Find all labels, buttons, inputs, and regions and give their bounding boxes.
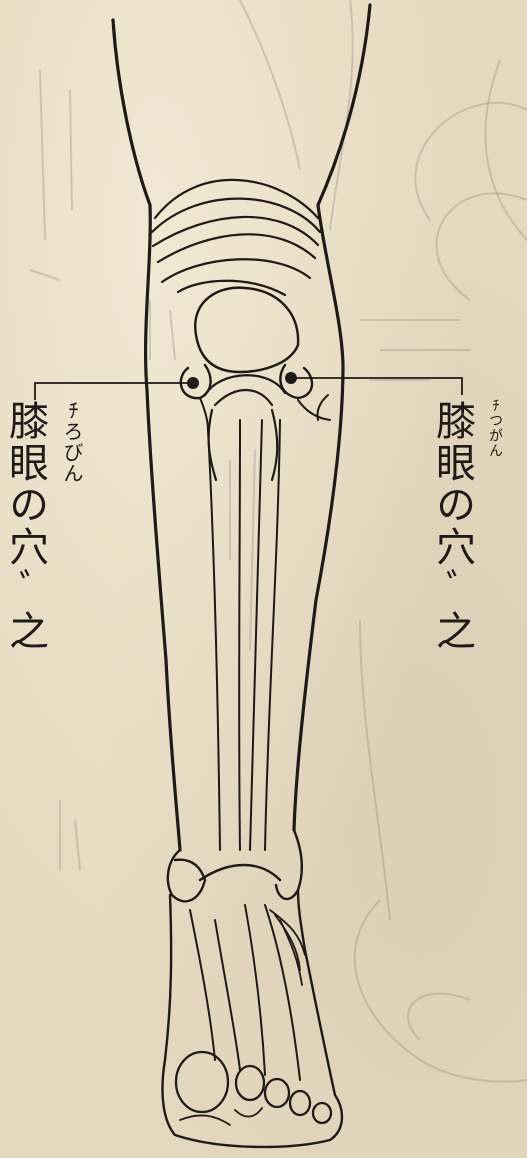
toes	[176, 1052, 331, 1125]
right-label-main: 膝眼の穴ﾞ之	[432, 400, 472, 652]
right-contour	[294, 5, 370, 830]
left-label-suffix: ﾞ之	[2, 568, 48, 652]
left-acupoint-dot	[187, 377, 199, 389]
left-label-main: 膝眼の穴ﾞ之	[5, 400, 45, 652]
ankle	[168, 830, 302, 901]
patella	[195, 288, 298, 372]
big-toe	[176, 1052, 228, 1112]
left-label-reading: ﾁろびん	[62, 400, 82, 484]
leg-outline	[113, 5, 370, 1147]
second-toe	[236, 1066, 264, 1100]
right-acupoint-dot	[285, 372, 297, 384]
fifth-toe	[313, 1103, 331, 1123]
left-label-text: 膝眼の穴	[2, 400, 48, 568]
right-label-text: 膝眼の穴	[429, 400, 475, 568]
shin-lines	[208, 420, 280, 850]
knee-folds	[152, 180, 320, 295]
third-toe	[265, 1079, 289, 1107]
left-leader-line	[35, 383, 187, 400]
right-label-reading: ﾁつがん	[488, 398, 502, 458]
left-contour	[113, 20, 180, 850]
fourth-toe	[290, 1091, 310, 1115]
right-label-suffix: ﾞ之	[429, 568, 475, 652]
